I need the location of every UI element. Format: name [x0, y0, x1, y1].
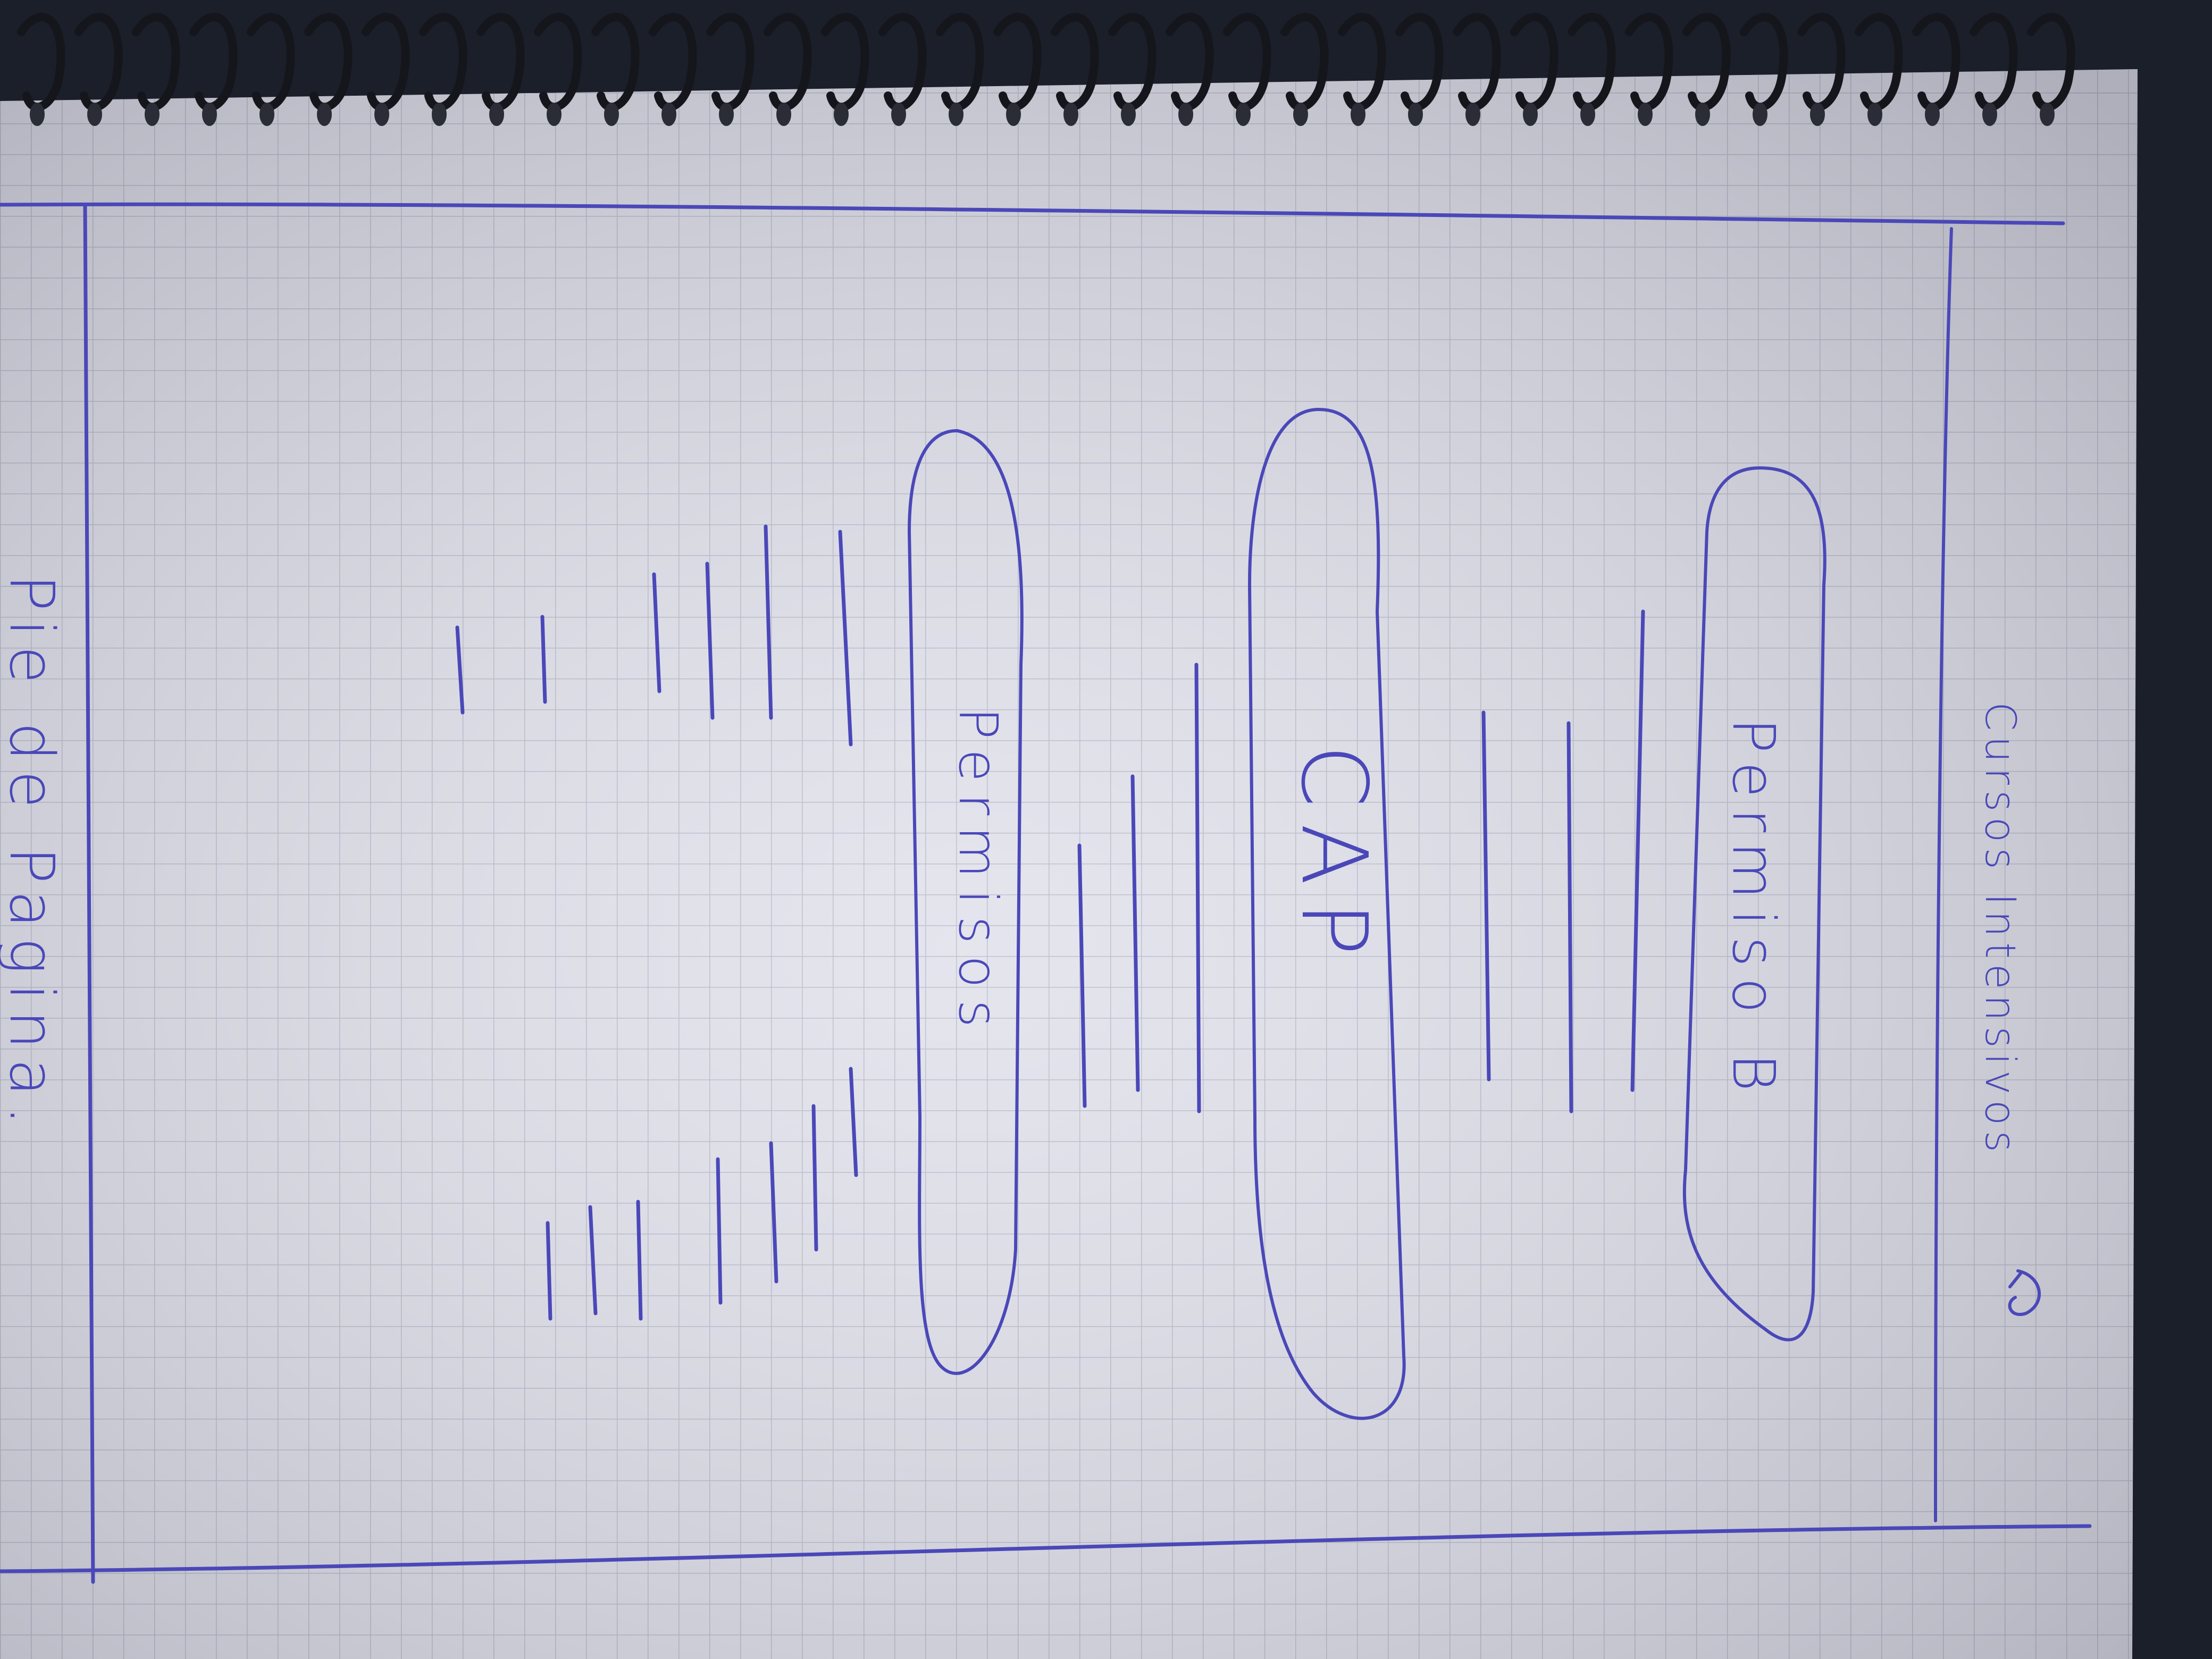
spiral-hole	[1351, 103, 1365, 126]
permiso-b-button[interactable]: Permiso B	[1682, 466, 1826, 1342]
text-lines-group-3	[455, 524, 853, 747]
spiral-hole	[1006, 103, 1021, 126]
permisos-button[interactable]: Permisos	[907, 429, 1024, 1375]
spiral-hole	[1810, 103, 1825, 126]
text-lines-group-2	[1077, 663, 1201, 1113]
text-lines-group-1	[1481, 609, 1645, 1113]
header-text: Cursos Intensivos	[1976, 702, 2024, 1158]
paper-sheet	[0, 69, 2138, 1659]
spiral-hole	[2040, 103, 2055, 126]
arrow-curl-icon	[2008, 1269, 2041, 1316]
spiral-hole	[374, 103, 389, 126]
spiral-hole	[1695, 103, 1710, 126]
spiral-hole	[1753, 103, 1767, 126]
spiral-hole	[1063, 103, 1078, 126]
spiral-hole	[719, 103, 734, 126]
spiral-hole	[259, 103, 274, 126]
spiral-hole	[87, 103, 102, 126]
spiral-hole	[1982, 103, 1997, 126]
page-frame	[0, 202, 2092, 1584]
spiral-hole	[1925, 103, 1940, 126]
spiral-hole	[1867, 103, 1882, 126]
header-divider	[1934, 227, 1953, 1522]
header-region	[1934, 227, 1953, 1522]
permisos-label: Permisos	[947, 707, 1009, 1039]
spiral-hole	[547, 103, 562, 126]
spiral-hole	[145, 103, 160, 126]
spiral-hole	[30, 103, 45, 126]
spiral-hole	[432, 103, 447, 126]
spiral-hole	[1236, 103, 1251, 126]
spiral-hole	[1408, 103, 1423, 126]
spiral-hole	[1638, 103, 1653, 126]
spiral-hole	[949, 103, 963, 126]
cap-button[interactable]: CAP	[1247, 407, 1406, 1420]
spiral-hole	[1293, 103, 1308, 126]
spiral-hole	[1178, 103, 1193, 126]
spiral-hole	[489, 103, 504, 126]
spiral-hole	[1465, 103, 1480, 126]
spiral-hole	[891, 103, 906, 126]
spiral-hole	[1580, 103, 1595, 126]
spiral-hole	[317, 103, 332, 126]
spiral-binding	[17, 13, 2075, 126]
cap-label: CAP	[1281, 744, 1386, 972]
spiral-hole	[202, 103, 217, 126]
spiral-hole	[1523, 103, 1538, 126]
spiral-hole	[834, 103, 849, 126]
footer-text: Pie de Pagina.	[0, 574, 67, 1135]
spiral-hole	[1121, 103, 1136, 126]
spiral-hole	[604, 103, 619, 126]
text-lines-group-4	[546, 1067, 858, 1321]
spiral-hole	[776, 103, 791, 126]
permiso-b-label: Permiso B	[1720, 718, 1788, 1102]
spiral-hole	[661, 103, 676, 126]
